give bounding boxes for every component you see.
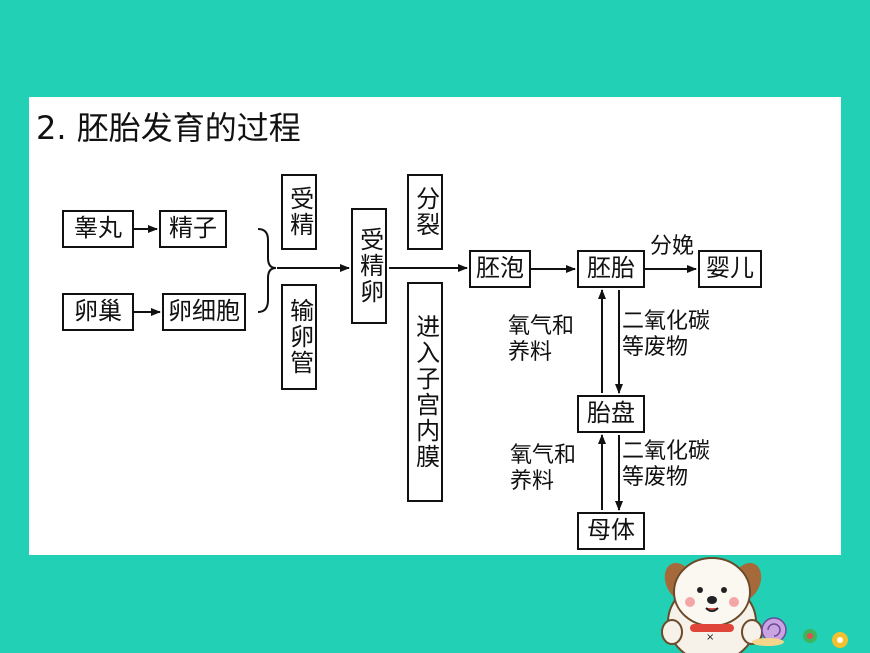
node-blastocyst: 胚泡 <box>469 250 531 288</box>
node-division: 分裂 <box>407 174 443 250</box>
label-co2-waste-2: 二氧化碳 等废物 <box>622 439 711 491</box>
node-sperm: 精子 <box>159 210 227 248</box>
page-title: 2. 胚胎发育的过程 <box>36 109 301 147</box>
node-embryo: 胚胎 <box>577 250 645 288</box>
node-ovary: 卵巢 <box>62 293 134 331</box>
node-mother: 母体 <box>577 512 645 550</box>
svg-text:×: × <box>706 632 714 643</box>
brace <box>257 228 277 313</box>
label-birth: 分娩 <box>650 234 695 259</box>
node-zygote: 受精卵 <box>351 208 387 324</box>
label-co2-waste-1: 二氧化碳 等废物 <box>622 309 711 361</box>
cartoon-dog-decoration: × <box>661 557 848 653</box>
node-infant: 婴儿 <box>698 250 762 288</box>
label-oxygen-nutrients-2: 氧气和 养料 <box>510 443 577 495</box>
node-fertilization: 受精 <box>281 174 317 250</box>
label-oxygen-nutrients-1: 氧气和 养料 <box>508 314 575 366</box>
node-oviduct: 输卵管 <box>281 284 317 390</box>
node-egg-cell: 卵细胞 <box>162 293 246 331</box>
node-testis: 睾丸 <box>62 210 134 248</box>
node-placenta: 胎盘 <box>577 395 645 433</box>
node-enter-uterus: 进入子宫内膜 <box>407 282 443 502</box>
